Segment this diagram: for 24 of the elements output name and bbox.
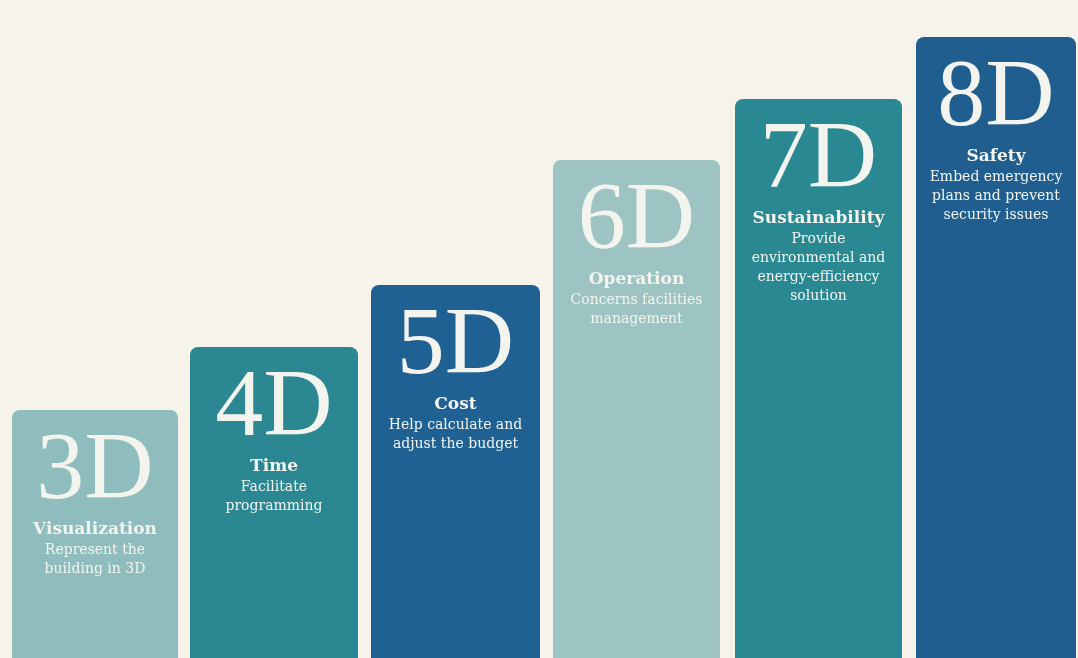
step-number: 3D — [36, 416, 154, 516]
step-bar — [553, 160, 720, 658]
step-description: Concerns facilities management — [569, 290, 704, 328]
step-description: Represent the building in 3D — [43, 540, 147, 578]
step-description: Help calculate and adjust the budget — [387, 415, 524, 453]
step-title: Operation — [588, 268, 685, 288]
step-title: Time — [250, 455, 298, 475]
step-description: Facilitate programming — [224, 477, 324, 515]
step-title: Safety — [966, 145, 1026, 165]
step-title: Sustainability — [752, 207, 885, 227]
step-number: 7D — [759, 105, 878, 205]
step-number: 8D — [937, 43, 1055, 143]
step-number: 4D — [215, 353, 333, 453]
step-number: 5D — [396, 291, 515, 391]
step-description: Embed emergency plans and prevent security issues — [928, 167, 1064, 224]
step-title: Visualization — [33, 518, 157, 538]
step-bar — [190, 347, 358, 658]
step-bar — [916, 37, 1076, 658]
step-bar — [371, 285, 540, 658]
step-title: Cost — [434, 393, 477, 413]
step-description: Provide environmental and energy-efficiency solution — [750, 229, 887, 305]
step-bar — [12, 410, 178, 658]
step-number: 6D — [577, 166, 696, 266]
step-bar — [735, 99, 902, 658]
